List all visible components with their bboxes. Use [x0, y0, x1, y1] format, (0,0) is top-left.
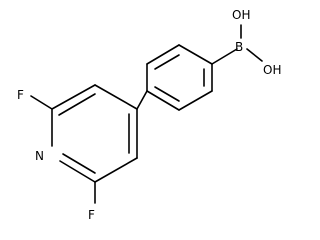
bond-b3-b4: [178, 44, 213, 65]
bond-c6-n: [59, 160, 96, 183]
benzene-ring: [146, 44, 213, 111]
molecule-structure-diagram: F N F B OH OH: [17, 8, 281, 222]
atom-label-oh-top: OH: [232, 8, 250, 22]
atom-label-n-ring: N: [35, 149, 44, 163]
double-bond-b6-b1: [154, 86, 180, 102]
bond-c2-c3: [51, 84, 96, 110]
bond-c3-c4: [94, 84, 138, 110]
bond-biaryl: [136, 90, 148, 110]
double-bond-b2-b3: [154, 54, 180, 70]
double-bond-c6-n: [62, 153, 96, 174]
bond-boron-oh-right: [246, 48, 263, 62]
bond-c5-c6: [94, 157, 138, 183]
bond-b5-b6: [178, 90, 213, 111]
bond-c2-f-top: [30, 95, 53, 110]
pyridine-ring: [51, 84, 138, 183]
atom-label-f-bottom: F: [88, 208, 95, 222]
bond-b6-b1: [146, 90, 180, 111]
atom-label-boron: B: [235, 40, 243, 54]
atom-label-f-top: F: [17, 88, 24, 102]
double-bond-c2-c3: [58, 93, 96, 116]
bond-b2-b3: [146, 44, 180, 65]
bond-ring-boron: [211, 48, 238, 65]
atom-label-oh-right: OH: [263, 63, 281, 77]
